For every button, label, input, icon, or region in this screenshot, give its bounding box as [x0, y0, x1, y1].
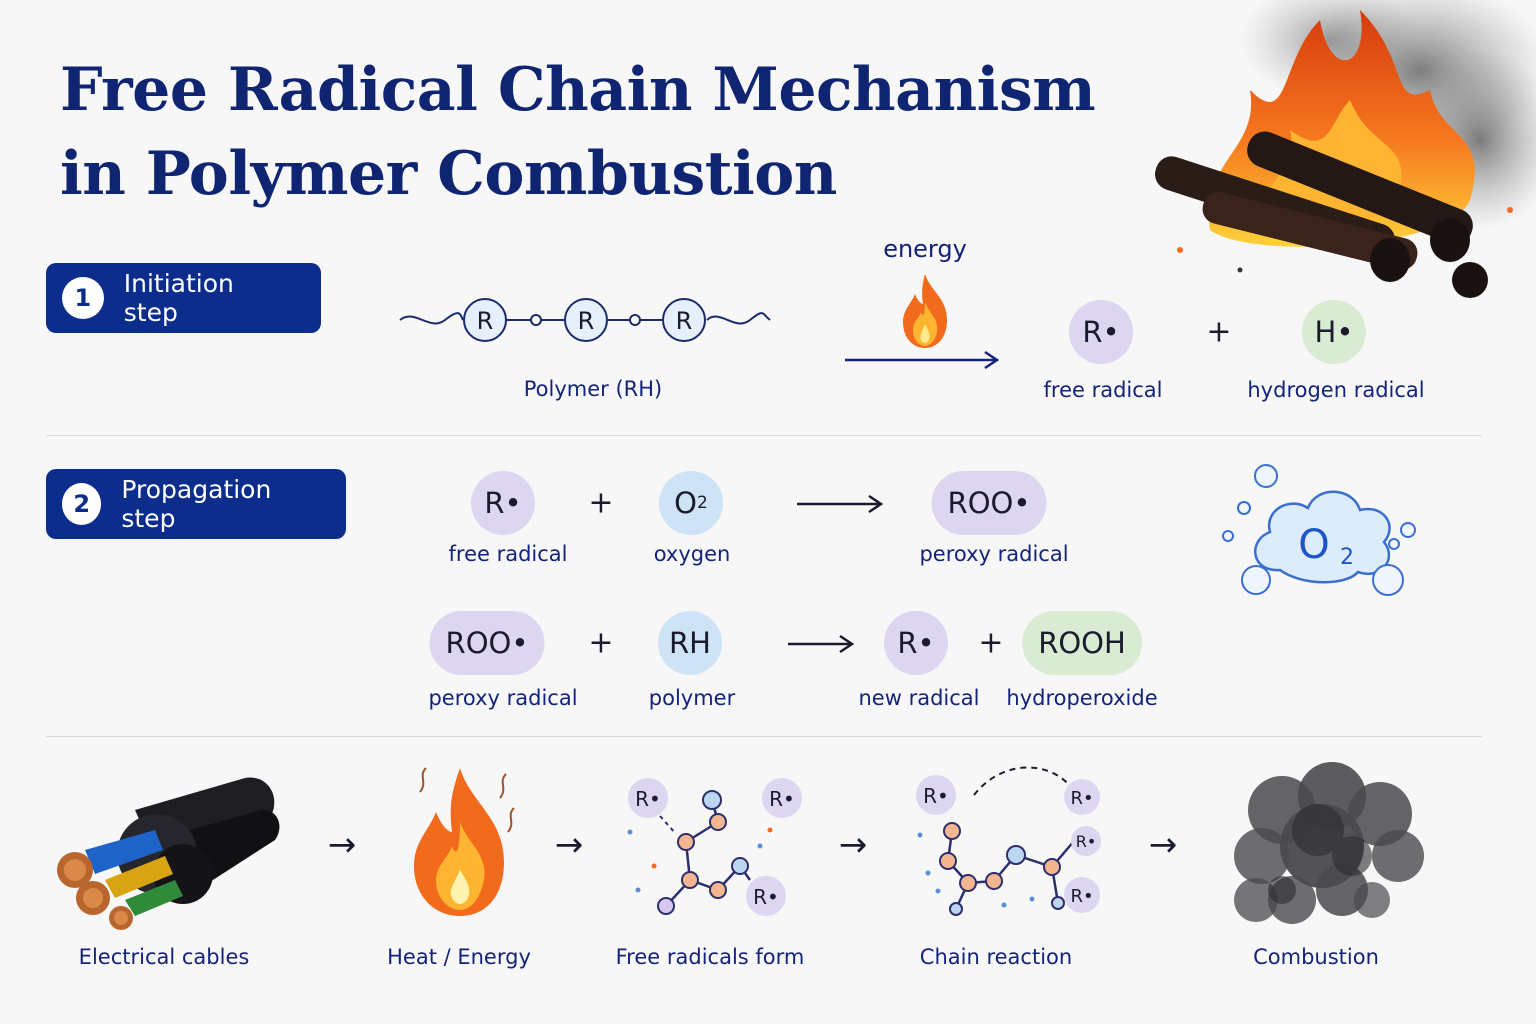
initiation-step-badge: 1 Initiation step: [46, 263, 321, 333]
energy-label: energy: [883, 235, 967, 263]
free-radical-label: free radical: [448, 542, 568, 566]
radical-label: R•: [753, 885, 779, 909]
plus-sign: +: [588, 625, 614, 661]
polymer-unit-label: R: [477, 307, 494, 335]
propagation-step-badge: 2 Propagation step: [46, 469, 346, 539]
peroxy-radical-label: peroxy radical: [919, 542, 1069, 566]
cable-logs: [1155, 131, 1488, 298]
peroxy-radical-chip: ROO•: [931, 471, 1047, 535]
stage-label: Chain reaction: [919, 945, 1073, 969]
polymer-unit-label: R: [676, 307, 693, 335]
reaction-arrow: [845, 350, 1000, 370]
burning-cables-illustration: [1155, 0, 1536, 298]
step-label: Initiation step: [123, 269, 234, 327]
polymer-unit: [463, 298, 507, 342]
free-radical-chip: R•: [471, 471, 535, 535]
stage-label: Combustion: [1253, 945, 1379, 969]
new-radical-label: new radical: [858, 686, 980, 710]
radical-label: R•: [923, 784, 949, 808]
step-number: 2: [62, 483, 102, 525]
polymer-unit-label: R: [578, 307, 595, 335]
section-divider: [46, 435, 1482, 436]
hydroperoxide-label: hydroperoxide: [1006, 686, 1158, 710]
smoke-cloud-icon: [1234, 762, 1424, 924]
cloud-subscript: 2: [1340, 545, 1354, 570]
polymer-unit: [662, 298, 706, 342]
free-radical-label: free radical: [1043, 378, 1163, 402]
radical-label: R•: [1070, 886, 1093, 907]
polymer-unit: [564, 298, 608, 342]
oxygen-cloud-icon: O 2: [1222, 464, 1416, 596]
flow-arrow: →: [327, 825, 357, 865]
peroxy-radical-label: peroxy radical: [428, 686, 578, 710]
step-number: 1: [62, 277, 104, 319]
peroxy-radical-chip: ROO•: [429, 611, 545, 675]
section-divider: [46, 736, 1482, 737]
page-title: Free Radical Chain Mechanism in Polymer …: [60, 48, 1096, 216]
hydroperoxide-chip: ROOH: [1022, 611, 1142, 675]
cloud-symbol: O: [1298, 522, 1329, 568]
radical-label: R•: [1076, 832, 1097, 851]
polymer-label: Polymer (RH): [523, 377, 663, 401]
oxygen-label: oxygen: [653, 542, 731, 566]
radical-label: R•: [635, 787, 661, 811]
polymer-label: polymer: [648, 686, 736, 710]
plus-sign: +: [588, 485, 614, 521]
hydrogen-radical-label: hydrogen radical: [1247, 378, 1425, 402]
electrical-cables-icon: [57, 777, 280, 930]
free-radicals-icon: R• R• R•: [627, 778, 802, 916]
reaction-arrow: [797, 494, 884, 514]
small-flame-icon: [903, 274, 947, 348]
plus-sign: +: [1206, 314, 1232, 350]
chain-reaction-icon: R• R• R• R•: [916, 766, 1101, 916]
stage-label: Electrical cables: [78, 945, 250, 969]
title-line-1: Free Radical Chain Mechanism: [60, 55, 1096, 125]
flow-arrow: →: [1148, 825, 1178, 865]
plus-sign: +: [978, 625, 1004, 661]
hydrogen-radical-chip: H•: [1302, 300, 1366, 364]
oxygen-subscript: 2: [697, 493, 708, 513]
stage-label: Heat / Energy: [387, 945, 531, 969]
radical-label: R•: [1070, 788, 1093, 809]
polymer-chip: RH: [658, 611, 722, 675]
radical-label: R•: [769, 787, 795, 811]
stage-label: Free radicals form: [615, 945, 805, 969]
title-line-2: in Polymer Combustion: [60, 139, 837, 209]
free-radical-chip: R•: [1069, 300, 1133, 364]
polymer-chain: R R R: [399, 298, 771, 342]
flame-icon: [414, 767, 515, 916]
new-radical-chip: R•: [884, 611, 948, 675]
flow-arrow: →: [554, 825, 584, 865]
oxygen-symbol: O: [674, 486, 697, 520]
reaction-arrow: [788, 634, 855, 654]
flow-arrow: →: [838, 825, 868, 865]
step-label: Propagation step: [121, 475, 272, 533]
